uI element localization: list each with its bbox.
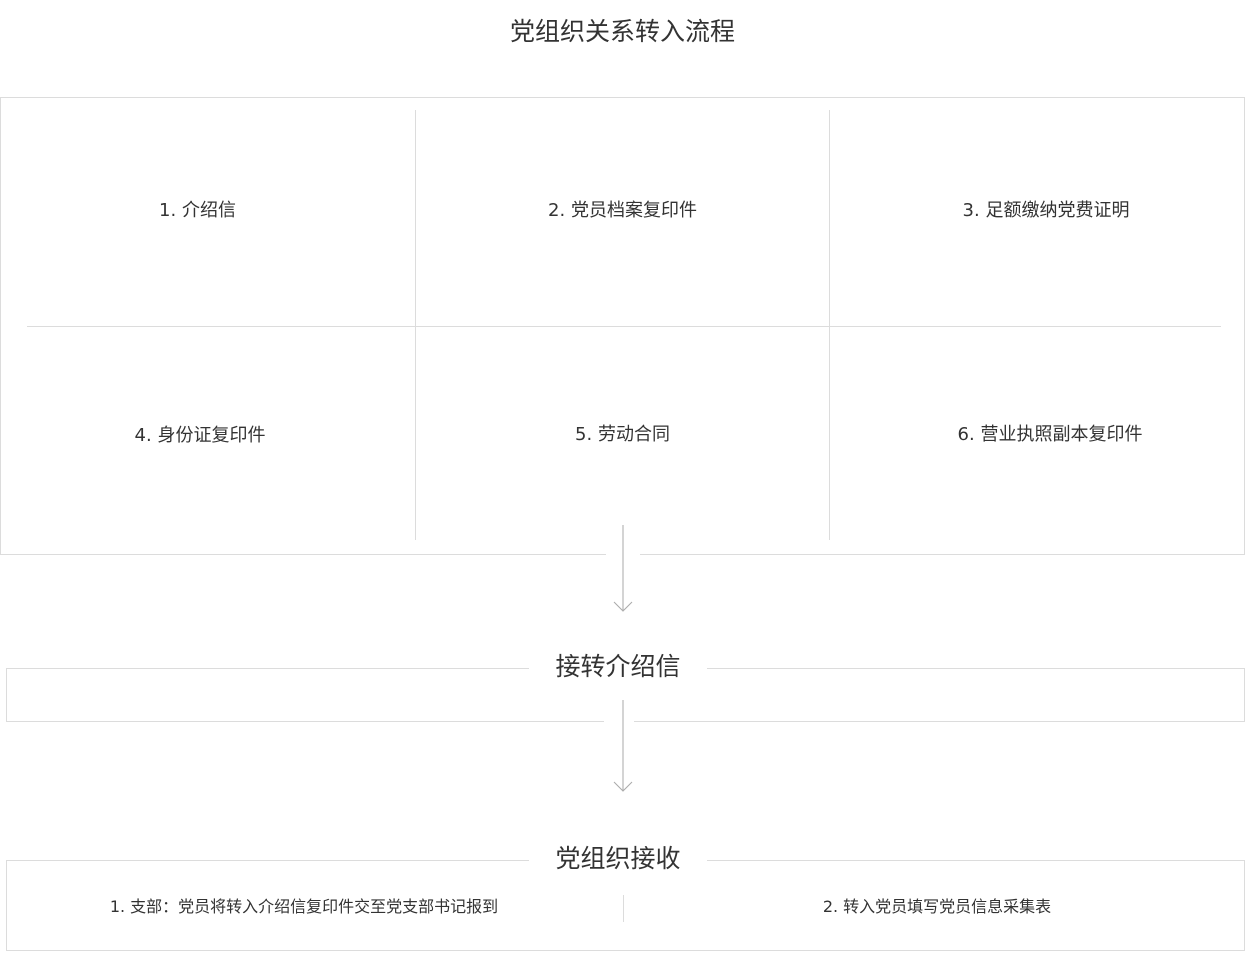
required-documents-grid: 1. 介绍信 2. 党员档案复印件 3. 足额缴纳党费证明 4. 身份证复印件 … <box>0 97 1245 555</box>
flow-arrow-down-icon <box>606 525 640 612</box>
grid-divider-vertical-1 <box>415 110 416 540</box>
grid-divider-horizontal <box>27 326 1221 327</box>
party-receive-step-title: 党组织接收 <box>529 841 707 877</box>
receive-item-info-form: 2. 转入党员填写党员信息采集表 <box>822 897 1052 916</box>
receive-item-branch-report: 1. 支部：党员将转入介绍信复印件交至党支部书记报到 <box>109 897 499 916</box>
document-introduction-letter: 1. 介绍信 <box>159 200 236 221</box>
document-party-file-copy: 2. 党员档案复印件 <box>548 200 697 221</box>
grid-divider-vertical-2 <box>829 110 830 540</box>
receive-items-divider <box>623 895 624 922</box>
page-title: 党组织关系转入流程 <box>509 17 735 46</box>
flow-arrow-down-icon <box>604 700 634 792</box>
document-labor-contract: 5. 劳动合同 <box>575 424 670 445</box>
transfer-letter-step-title: 接转介绍信 <box>529 649 707 685</box>
document-business-license-copy: 6. 营业执照副本复印件 <box>957 424 1143 445</box>
document-party-dues-proof: 3. 足额缴纳党费证明 <box>962 200 1130 221</box>
document-id-card-copy: 4. 身份证复印件 <box>134 425 266 446</box>
